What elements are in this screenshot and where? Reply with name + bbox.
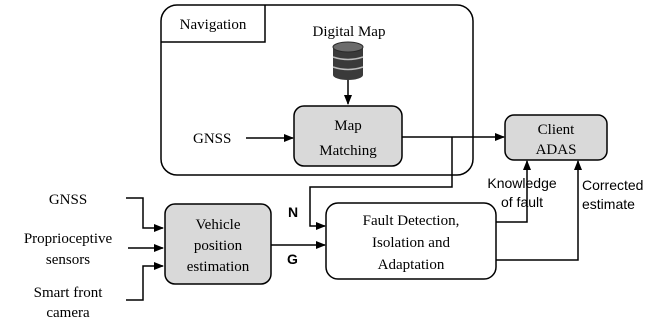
- camera-label-1: Smart front: [34, 285, 104, 301]
- vehicle-position-label-2: position: [194, 238, 243, 254]
- fdia-label-2: Isolation and: [372, 235, 450, 251]
- proprioceptive-label-1: Proprioceptive: [24, 231, 113, 247]
- digital-map-label: Digital Map: [313, 24, 386, 40]
- fdia-label-1: Fault Detection,: [363, 213, 460, 229]
- fdia-label-3: Adaptation: [378, 257, 445, 273]
- database-icon: [332, 41, 364, 80]
- navigation-group: [160, 4, 474, 176]
- knowledge-label-1: Knowledge: [487, 175, 556, 191]
- navigation-title: Navigation: [180, 17, 247, 33]
- client-adas-label-2: ADAS: [536, 142, 577, 158]
- arrow-matching-to-fdia: [309, 137, 453, 230]
- client-adas-box: [504, 114, 608, 161]
- gnss-input-label: GNSS: [49, 192, 87, 208]
- n-label: N: [288, 204, 298, 220]
- arrow-corrected-to-client: [496, 160, 582, 261]
- client-adas-label-1: Client: [538, 122, 575, 138]
- knowledge-label-2: of fault: [501, 194, 543, 210]
- vehicle-position-label-1: Vehicle: [196, 217, 241, 233]
- map-matching-label-2: Matching: [319, 143, 377, 159]
- camera-label-2: camera: [46, 305, 90, 320]
- arrow-knowledge-to-client: [496, 160, 531, 223]
- vehicle-position-label-3: estimation: [187, 259, 250, 275]
- corrected-label-2: estimate: [582, 196, 635, 212]
- g-label: G: [287, 251, 298, 267]
- arrow-gnss-to-vpe: [126, 197, 164, 232]
- nav-gnss-label: GNSS: [193, 131, 231, 147]
- fdia-box: [325, 202, 497, 280]
- map-matching-label-1: Map: [334, 118, 362, 134]
- navigation-tab: [161, 5, 266, 43]
- vehicle-position-box: [164, 203, 272, 285]
- map-matching-box: [293, 105, 403, 167]
- arrow-camera-to-vpe: [126, 262, 164, 301]
- proprioceptive-label-2: sensors: [46, 252, 90, 268]
- corrected-label-1: Corrected: [582, 177, 643, 193]
